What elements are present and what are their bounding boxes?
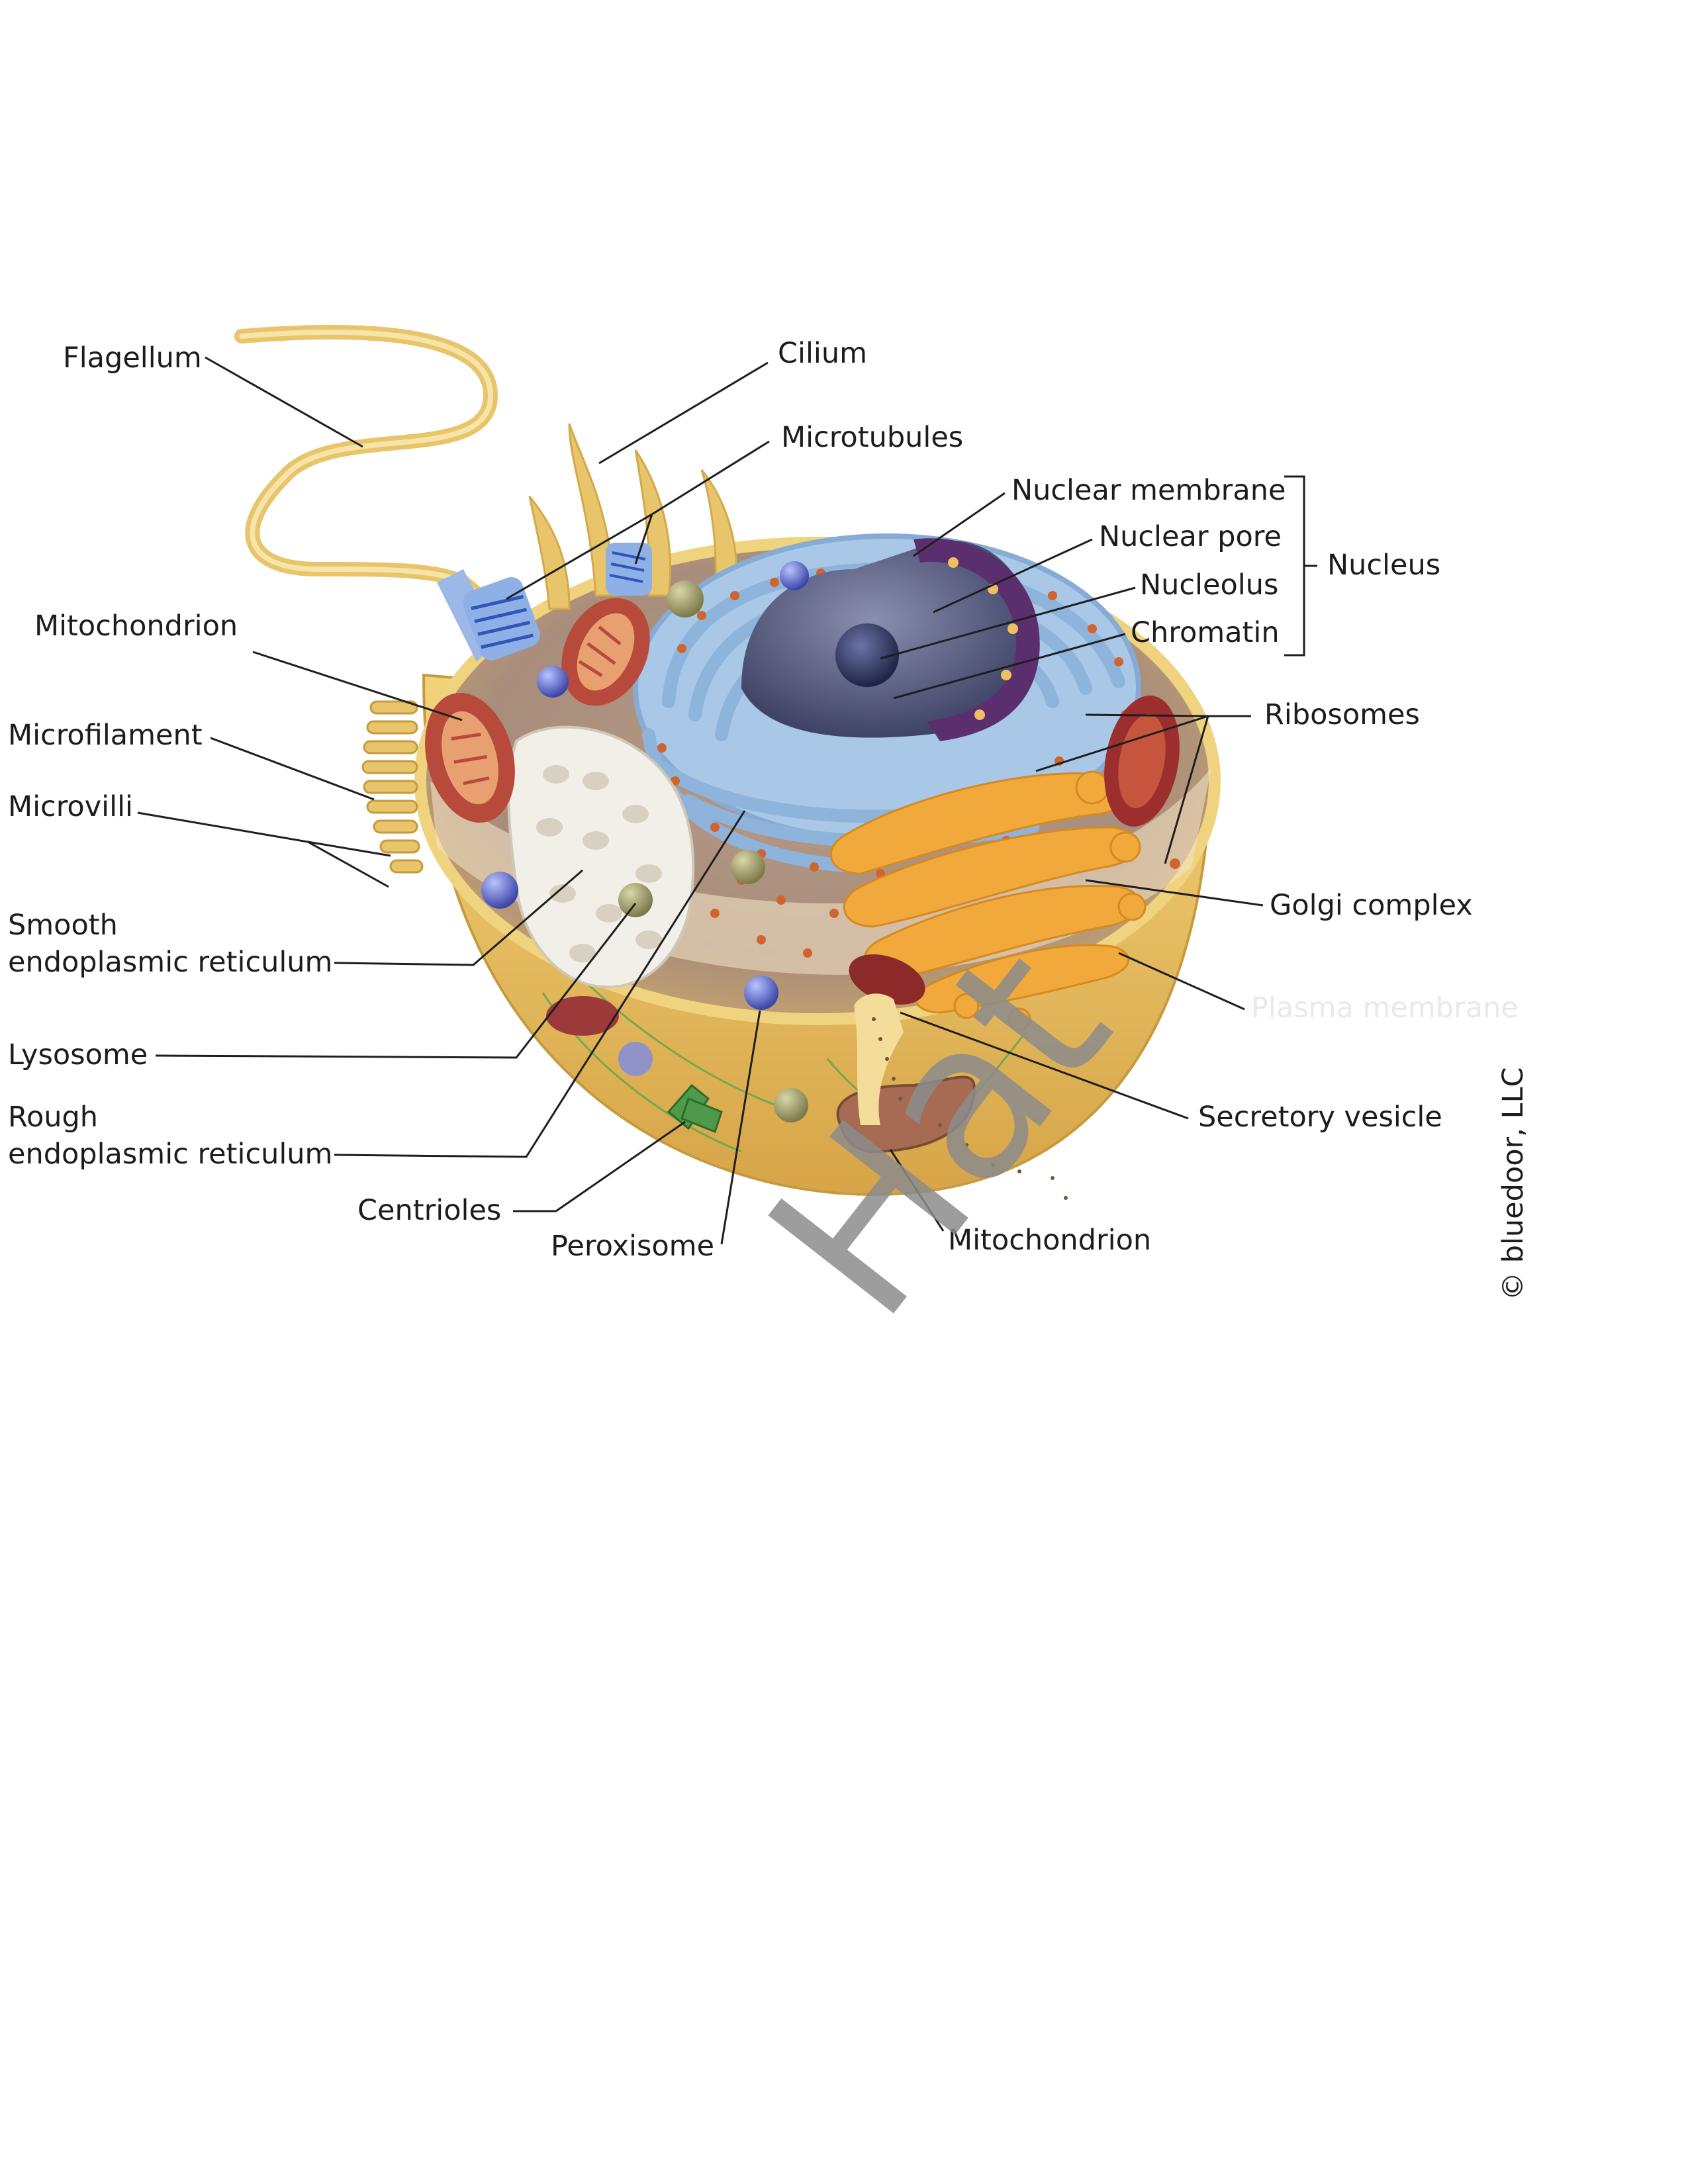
- vesicles: [481, 561, 809, 1122]
- label-plasma-membrane: Plasma membrane: [1251, 991, 1519, 1024]
- nuclear-membrane-outer: [914, 538, 1040, 741]
- peroxisome-left: [481, 872, 518, 909]
- peroxisome-upper: [780, 561, 809, 590]
- label-nuclear-pore: Nuclear pore: [1099, 520, 1282, 553]
- label-chromatin: Chromatin: [1131, 616, 1280, 649]
- label-microfilament: Microfilament: [8, 719, 203, 752]
- label-secretory-vesicle: Secretory vesicle: [1198, 1101, 1442, 1134]
- label-nuclear-membrane: Nuclear membrane: [1011, 474, 1286, 507]
- lysosome-shape: [618, 883, 653, 917]
- microtubule-bundle-left: [463, 576, 540, 660]
- peroxisome-shape: [744, 976, 778, 1010]
- label-microtubules: Microtubules: [781, 421, 963, 454]
- mitochondrion-cut: [546, 996, 619, 1036]
- label-lysosome: Lysosome: [8, 1038, 148, 1071]
- lysosome-top: [667, 580, 704, 617]
- label-centrioles: Centrioles: [357, 1194, 501, 1227]
- lysosome-mid: [731, 850, 765, 884]
- label-flagellum: Flagellum: [63, 341, 202, 375]
- label-rough-er-1: Rough: [8, 1101, 98, 1134]
- nucleus-shape: [741, 538, 1040, 741]
- leader-lines: [137, 356, 1317, 1245]
- label-nucleus: Nucleus: [1327, 549, 1440, 582]
- label-smooth-er-2: endoplasmic reticulum: [8, 946, 332, 979]
- mitochondrion-top: [561, 598, 650, 706]
- copyright-notice: © bluedoor, LLC: [1497, 1068, 1530, 1300]
- label-microvilli: Microvilli: [8, 790, 133, 823]
- smooth-er-shape: [507, 725, 695, 989]
- label-mitochondrion-bottom: Mitochondrion: [948, 1224, 1151, 1257]
- label-peroxisome: Peroxisome: [551, 1230, 714, 1263]
- mitochondrion-right: [1104, 696, 1180, 827]
- mitochondrion-left: [425, 692, 515, 823]
- label-ribosomes: Ribosomes: [1264, 698, 1420, 731]
- microtubule-bundle-right: [606, 543, 652, 596]
- secretory-vesicle-shape: [854, 993, 1068, 1200]
- cilia: [528, 423, 737, 610]
- labels: Flagellum Cilium Microtubules Nuclear me…: [8, 337, 1519, 1263]
- lysosome-bottom: [774, 1088, 808, 1122]
- label-rough-er-2: endoplasmic reticulum: [8, 1138, 332, 1171]
- label-smooth-er-1: Smooth: [8, 909, 118, 942]
- peroxisome-top: [537, 666, 569, 698]
- nucleolus-shape: [835, 623, 899, 687]
- microvilli-shape: [361, 700, 424, 874]
- label-golgi-complex: Golgi complex: [1270, 889, 1473, 922]
- label-nucleolus: Nucleolus: [1140, 569, 1278, 602]
- mitochondrion-golgi: [849, 954, 925, 1005]
- label-mitochondrion-top: Mitochondrion: [34, 610, 238, 643]
- peroxisome-low: [618, 1042, 653, 1076]
- label-cilium: Cilium: [778, 337, 867, 370]
